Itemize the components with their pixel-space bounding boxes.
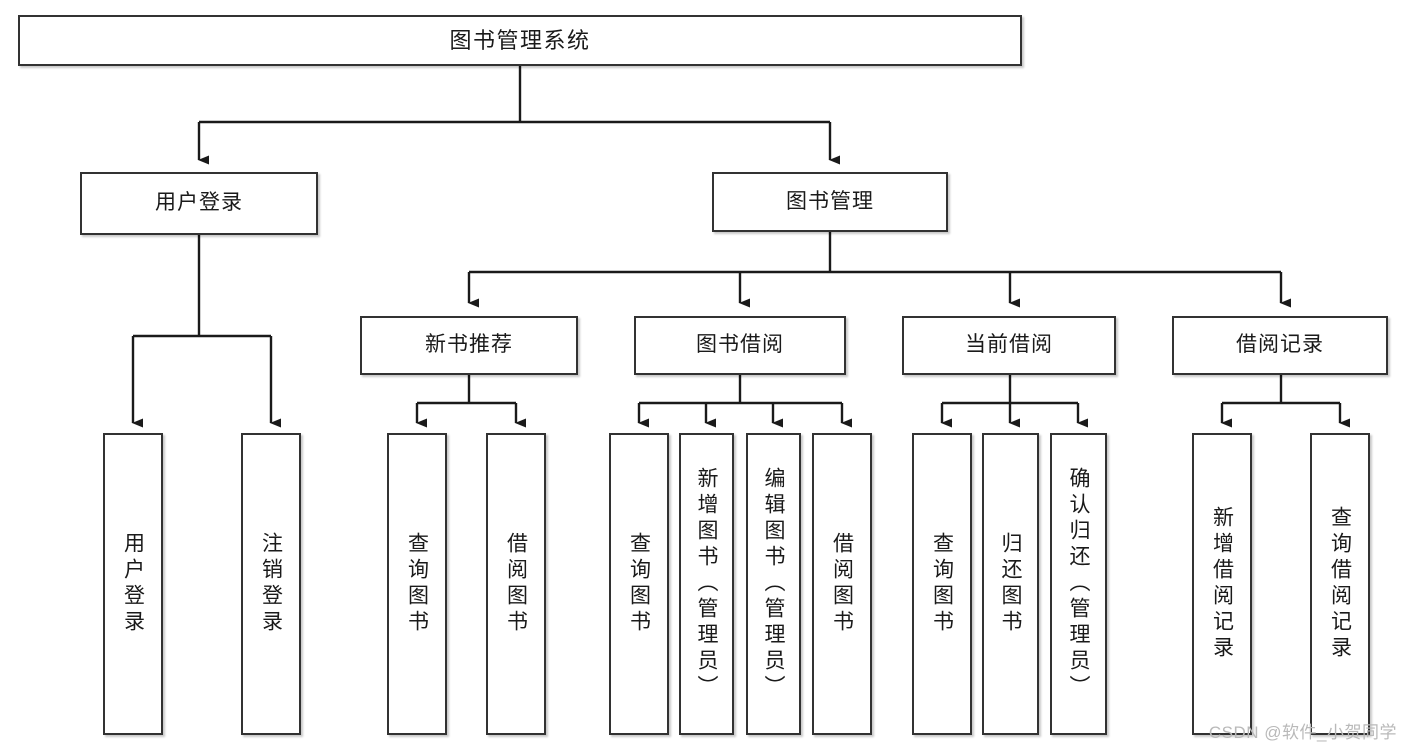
- node-label: 注销登录: [259, 532, 283, 636]
- node-label: 用户登录: [155, 191, 243, 215]
- node-label: 新增借阅记录: [1210, 506, 1234, 662]
- node-leaf-query-book-borrow[interactable]: 查询图书: [609, 433, 669, 735]
- node-label: 新增图书（管理员）: [695, 467, 718, 701]
- node-label: 查询图书: [930, 532, 954, 636]
- node-leaf-user-login[interactable]: 用户登录: [103, 433, 163, 735]
- watermark: CSDN @软件_小贺同学: [1208, 723, 1397, 742]
- node-borrow-record[interactable]: 借阅记录: [1172, 316, 1388, 375]
- node-label: 编辑图书（管理员）: [762, 467, 785, 701]
- node-label: 归还图书: [999, 532, 1022, 636]
- node-label: 查询借阅记录: [1328, 506, 1352, 662]
- node-leaf-edit-book[interactable]: 编辑图书（管理员）: [746, 433, 801, 735]
- node-leaf-return-book[interactable]: 归还图书: [982, 433, 1039, 735]
- node-label: 图书管理系统: [449, 27, 591, 53]
- node-leaf-logout-login[interactable]: 注销登录: [241, 433, 301, 735]
- node-label: 查询图书: [627, 532, 651, 636]
- node-leaf-add-borrow-record[interactable]: 新增借阅记录: [1192, 433, 1252, 735]
- node-book-management[interactable]: 图书管理: [712, 172, 948, 232]
- node-book-borrow[interactable]: 图书借阅: [634, 316, 846, 375]
- node-label: 当前借阅: [965, 333, 1053, 357]
- node-leaf-borrow-book[interactable]: 借阅图书: [812, 433, 872, 735]
- node-label: 借阅图书: [830, 532, 854, 636]
- node-label: 新书推荐: [425, 333, 513, 357]
- node-label: 借阅图书: [504, 532, 528, 636]
- node-user-login[interactable]: 用户登录: [80, 172, 318, 235]
- node-new-book-recommend[interactable]: 新书推荐: [360, 316, 578, 375]
- node-label: 借阅记录: [1236, 333, 1324, 357]
- node-current-borrow[interactable]: 当前借阅: [902, 316, 1116, 375]
- node-leaf-query-book-current[interactable]: 查询图书: [912, 433, 972, 735]
- node-leaf-confirm-return[interactable]: 确认归还（管理员）: [1050, 433, 1107, 735]
- node-leaf-borrow-book-recommend[interactable]: 借阅图书: [486, 433, 546, 735]
- node-leaf-query-borrow-record[interactable]: 查询借阅记录: [1310, 433, 1370, 735]
- node-root-book-management-system[interactable]: 图书管理系统: [18, 15, 1022, 66]
- node-leaf-add-book[interactable]: 新增图书（管理员）: [679, 433, 734, 735]
- node-label: 图书借阅: [696, 333, 784, 357]
- node-label: 确认归还（管理员）: [1067, 467, 1090, 701]
- node-leaf-query-book-recommend[interactable]: 查询图书: [387, 433, 447, 735]
- node-label: 图书管理: [786, 189, 874, 213]
- node-label: 用户登录: [121, 532, 145, 636]
- node-label: 查询图书: [405, 532, 429, 636]
